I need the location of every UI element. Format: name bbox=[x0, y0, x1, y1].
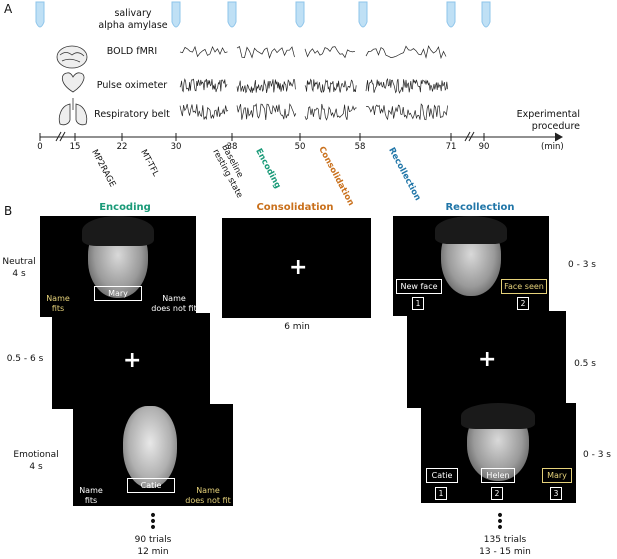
encoding-emotional-screen: Catie Name fits Name does not fit bbox=[73, 404, 233, 506]
axis-tick-label: 22 bbox=[116, 142, 128, 152]
resp-trace bbox=[304, 103, 357, 121]
panel-a-letter: A bbox=[4, 2, 13, 16]
encoding-iti-label: 0.5 - 6 s bbox=[6, 354, 44, 364]
neutral-face-hair bbox=[82, 216, 154, 246]
resp-trace bbox=[365, 103, 448, 121]
encoding-fixation-screen: + bbox=[52, 313, 210, 409]
lungs-icon bbox=[58, 98, 88, 126]
header-encoding: Encoding bbox=[99, 202, 151, 213]
recollection-time-1: 0 - 3 s bbox=[568, 260, 596, 270]
recollection-trials: 135 trials 13 - 15 min bbox=[479, 535, 531, 557]
axis-tick-label: 71 bbox=[445, 142, 457, 152]
recollection-time-2: 0 - 3 s bbox=[583, 450, 611, 460]
encoding-neutral-screen: Mary Name fits Name does not fit bbox=[40, 216, 197, 317]
option-catie: Catie bbox=[426, 468, 458, 483]
header-recollection: Recollection bbox=[445, 202, 515, 213]
saliva-tube-icon bbox=[295, 1, 305, 28]
axis-unit: (min) bbox=[541, 142, 564, 152]
saliva-tube-icon bbox=[481, 1, 491, 28]
new-face-num: 1 bbox=[412, 297, 424, 310]
emotional-face bbox=[123, 406, 177, 488]
timeline-axis bbox=[39, 131, 564, 142]
axis-tick-label: 90 bbox=[478, 142, 490, 152]
name-not-fit-right: Name does not fit bbox=[151, 294, 197, 313]
name-fits-left-2: Name fits bbox=[79, 486, 103, 505]
face-seen-box: Face seen bbox=[501, 279, 547, 294]
axis-tick-label: 50 bbox=[294, 142, 306, 152]
encoding-dots: ••• bbox=[148, 508, 158, 536]
name-not-fit-right-2: Name does not fit bbox=[185, 486, 231, 505]
face-seen-num: 2 bbox=[517, 297, 529, 310]
pulse-trace bbox=[304, 78, 357, 94]
recollection-screen-1: New face Face seen 1 2 bbox=[393, 216, 549, 316]
recollection-screen-2: Catie Helen Mary 1 2 3 bbox=[421, 403, 576, 503]
axis-title: Experimental procedure bbox=[516, 109, 580, 132]
consolidation-screen: + bbox=[222, 218, 371, 318]
pulse-trace bbox=[179, 78, 228, 93]
option-1-num: 1 bbox=[435, 487, 447, 500]
axis-tick-label: 0 bbox=[37, 142, 43, 152]
option-2-num: 2 bbox=[491, 487, 503, 500]
pulse-trace bbox=[236, 78, 296, 94]
bold-trace bbox=[236, 46, 295, 59]
resp-trace bbox=[179, 103, 229, 121]
brain-icon bbox=[56, 45, 88, 69]
consolidation-fixation-cross: + bbox=[289, 255, 308, 280]
saliva-tube-icon bbox=[446, 1, 456, 28]
recollection-fixation-screen: + bbox=[407, 311, 566, 408]
saliva-tube-icon bbox=[358, 1, 368, 28]
bold-trace bbox=[179, 45, 228, 58]
new-face-box: New face bbox=[396, 279, 442, 294]
header-consolidation: Consolidation bbox=[256, 202, 334, 213]
bold-trace bbox=[365, 45, 447, 60]
recollection-face-2-hair bbox=[461, 403, 535, 429]
panel-b-letter: B bbox=[4, 204, 13, 218]
axis-tick-label: 38 bbox=[226, 142, 238, 152]
resp-trace bbox=[236, 103, 297, 121]
axis-tick-label: 30 bbox=[170, 142, 182, 152]
recollection-fixation-cross: + bbox=[478, 347, 497, 372]
recollection-iti-label: 0.5 s bbox=[574, 359, 596, 369]
panel-a-graphics bbox=[35, 1, 564, 142]
neutral-name-box: Mary bbox=[94, 286, 142, 301]
saliva-tube-icon bbox=[227, 1, 237, 28]
option-mary: Mary bbox=[542, 468, 572, 483]
encoding-trials: 90 trials 12 min bbox=[134, 535, 172, 557]
name-fits-left: Name fits bbox=[46, 294, 70, 313]
fixation-cross: + bbox=[123, 348, 142, 373]
consolidation-duration: 6 min bbox=[284, 322, 310, 332]
axis-tick-label: 58 bbox=[354, 142, 366, 152]
pulse-trace bbox=[365, 77, 448, 94]
emotional-name-box: Catie bbox=[127, 478, 175, 493]
saliva-label: salivary alpha amylase bbox=[98, 8, 168, 31]
resp-label: Respiratory belt bbox=[94, 109, 170, 120]
pulse-label: Pulse oximeter bbox=[96, 80, 168, 91]
option-helen: Helen bbox=[481, 468, 515, 483]
saliva-tubes bbox=[35, 1, 491, 28]
neutral-label: Neutral 4 s bbox=[2, 257, 36, 279]
bold-label: BOLD fMRI bbox=[106, 46, 158, 57]
heart-icon bbox=[61, 72, 85, 93]
option-3-num: 3 bbox=[550, 487, 562, 500]
saliva-tube-icon bbox=[171, 1, 181, 28]
saliva-tube-icon bbox=[35, 1, 45, 28]
bold-trace bbox=[304, 46, 356, 59]
recollection-dots: ••• bbox=[495, 508, 505, 536]
emotional-label: Emotional 4 s bbox=[13, 450, 59, 472]
recollection-face-1-hair bbox=[435, 216, 507, 244]
axis-tick-label: 15 bbox=[69, 142, 81, 152]
